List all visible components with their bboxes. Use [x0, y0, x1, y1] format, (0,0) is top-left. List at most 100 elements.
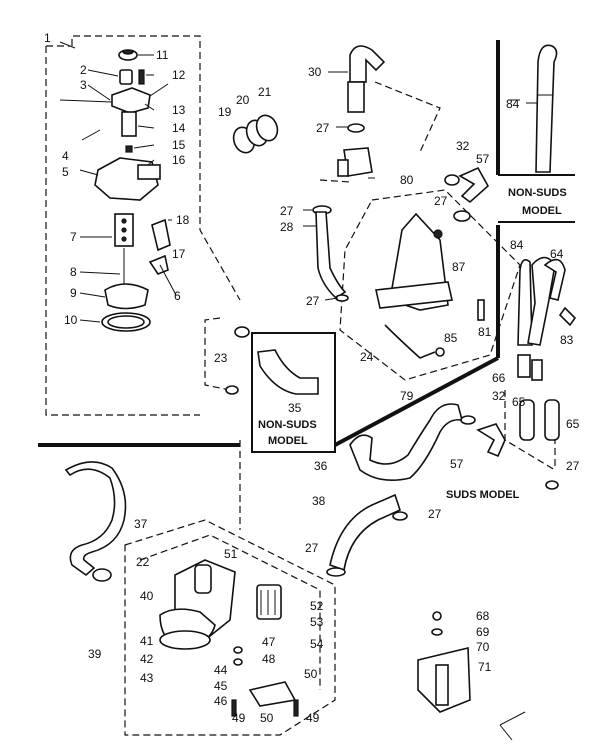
- callout-27-g: 27: [305, 541, 319, 555]
- suds-nozzles-65: [519, 399, 560, 490]
- callout-65-b: 65: [566, 417, 580, 431]
- callout-19: 19: [218, 105, 232, 119]
- callout-35: 35: [288, 401, 302, 415]
- callout-52: 52: [310, 599, 324, 613]
- callout-16: 16: [172, 153, 186, 167]
- callout-8: 8: [70, 265, 77, 279]
- note-non-suds-top-line1: NON-SUDS: [508, 187, 567, 199]
- callout-53: 53: [310, 615, 324, 629]
- callout-32-a: 32: [456, 139, 470, 153]
- callout-1: 1: [44, 31, 51, 45]
- callout-64: 64: [550, 247, 564, 261]
- mixing-valve-assembly: [59, 49, 171, 332]
- callout-49-a: 49: [232, 711, 246, 725]
- drain-hose-38: [326, 493, 408, 577]
- callout-27-e: 27: [566, 459, 580, 473]
- callout-50-a: 50: [304, 667, 318, 681]
- non-suds-hose-35: [225, 326, 319, 395]
- callouts: 1 2 3 4 5 6 7 8 9 10 11 12 13 14 15 16 1…: [44, 31, 580, 725]
- callout-45: 45: [214, 679, 228, 693]
- callout-54: 54: [310, 637, 324, 651]
- callout-6: 6: [174, 289, 181, 303]
- callout-36: 36: [314, 459, 328, 473]
- note-suds-model: SUDS MODEL: [446, 489, 520, 501]
- callout-79: 79: [400, 389, 414, 403]
- callout-70: 70: [476, 640, 490, 654]
- callout-14: 14: [172, 121, 186, 135]
- callout-41: 41: [140, 634, 154, 648]
- callout-65-a: 65: [512, 395, 526, 409]
- callout-84-a: 84: [506, 97, 520, 111]
- callout-42: 42: [140, 652, 154, 666]
- callout-48: 48: [262, 652, 276, 666]
- callout-47: 47: [262, 635, 276, 649]
- hose-28: [312, 205, 349, 302]
- callout-37: 37: [134, 517, 148, 531]
- mounting-bracket: [417, 611, 526, 741]
- callout-81: 81: [478, 325, 492, 339]
- callout-17: 17: [172, 247, 186, 261]
- callout-30: 30: [308, 65, 322, 79]
- callout-83: 83: [560, 333, 574, 347]
- callout-10: 10: [64, 313, 78, 327]
- note-non-suds-top-line2: MODEL: [522, 205, 562, 217]
- callout-20: 20: [236, 93, 250, 107]
- non-suds-standpipe-84: [535, 44, 558, 173]
- callout-3: 3: [80, 78, 87, 92]
- callout-50-b: 50: [260, 711, 274, 725]
- elbow-57-top: [444, 166, 490, 222]
- callout-27-a: 27: [316, 121, 330, 135]
- callout-4: 4: [62, 149, 69, 163]
- callout-5: 5: [62, 165, 69, 179]
- callout-21: 21: [258, 85, 272, 99]
- callout-68: 68: [476, 609, 490, 623]
- callout-46: 46: [214, 694, 228, 708]
- pump-assembly: [159, 559, 299, 717]
- callout-13: 13: [172, 103, 186, 117]
- callout-40: 40: [140, 589, 154, 603]
- callout-49-b: 49: [306, 711, 320, 725]
- callout-9: 9: [70, 286, 77, 300]
- note-non-suds-mid-line2: MODEL: [268, 435, 308, 447]
- callout-51: 51: [224, 547, 238, 561]
- callout-27-f: 27: [428, 507, 442, 521]
- callout-69: 69: [476, 625, 490, 639]
- drain-hose-36: [349, 403, 506, 481]
- callout-71: 71: [478, 660, 492, 674]
- inlet-hose-30: [337, 45, 386, 177]
- model-notes: NON-SUDS MODEL NON-SUDS MODEL SUDS MODEL: [258, 187, 567, 501]
- callout-27-d: 27: [434, 194, 448, 208]
- callout-32-b: 32: [492, 389, 506, 403]
- callout-22: 22: [136, 555, 150, 569]
- callout-11: 11: [156, 48, 169, 62]
- callout-87: 87: [452, 260, 466, 274]
- callout-27-b: 27: [280, 204, 294, 218]
- callout-2: 2: [80, 63, 87, 77]
- callout-18: 18: [176, 213, 190, 227]
- callout-57-b: 57: [450, 457, 464, 471]
- callout-23: 23: [214, 351, 228, 365]
- callout-15: 15: [172, 138, 186, 152]
- callout-38: 38: [312, 494, 326, 508]
- note-non-suds-mid-line1: NON-SUDS: [258, 419, 317, 431]
- callout-12: 12: [172, 68, 186, 82]
- callout-80: 80: [400, 173, 414, 187]
- tub-seals: [232, 114, 279, 154]
- tub-funnel-87: [375, 212, 485, 359]
- pump-hose-37: [64, 461, 127, 582]
- callout-84-b: 84: [510, 238, 524, 252]
- callout-85: 85: [444, 331, 458, 345]
- callout-39: 39: [88, 647, 102, 661]
- callout-28: 28: [280, 220, 294, 234]
- callout-43: 43: [140, 671, 154, 685]
- leader-lines: [59, 41, 537, 323]
- suds-hoses-84-64: [517, 256, 577, 381]
- callout-44: 44: [214, 663, 228, 677]
- callout-24: 24: [360, 350, 374, 364]
- callout-57-a: 57: [476, 152, 490, 166]
- callout-66: 66: [492, 371, 506, 385]
- callout-7: 7: [70, 230, 77, 244]
- callout-27-c: 27: [306, 294, 320, 308]
